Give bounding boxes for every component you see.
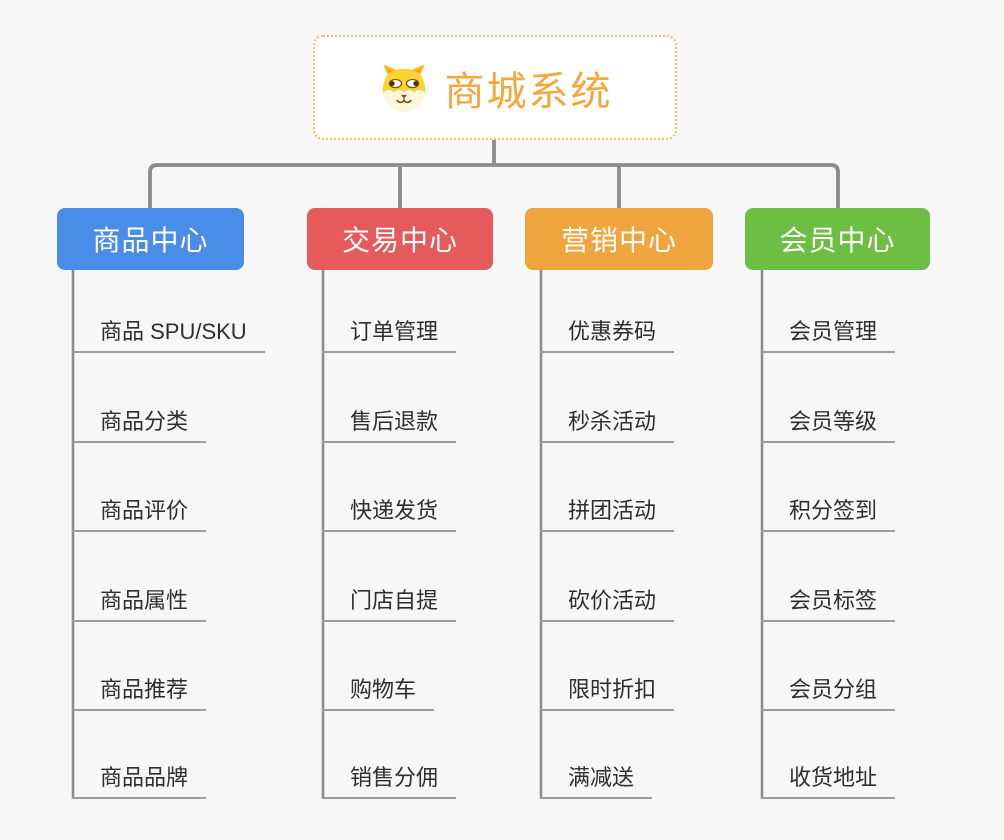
leaf-node[interactable]: 满减送 [540,757,653,799]
leaf-node[interactable]: 会员标签 [761,580,896,622]
leaf-node[interactable]: 商品评价 [72,490,207,532]
branch-node-member-center[interactable]: 会员中心 [745,208,930,270]
leaf-node[interactable]: 积分签到 [761,490,896,532]
leaf-node[interactable]: 拼团活动 [540,490,675,532]
leaf-node[interactable]: 收货地址 [761,757,896,799]
branch-label: 商品中心 [92,225,209,256]
branch-label: 营销中心 [560,225,677,256]
leaf-node[interactable]: 会员管理 [761,311,896,353]
leaf-node[interactable]: 门店自提 [322,580,457,622]
root-title: 商城系统 [444,69,613,114]
leaf-node[interactable]: 商品推荐 [72,669,207,711]
branch-node-product-center[interactable]: 商品中心 [57,208,244,270]
leaf-node[interactable]: 购物车 [322,669,435,711]
leaf-node[interactable]: 商品 SPU/SKU [72,311,265,353]
shiba-dog-icon [378,62,430,114]
leaf-node[interactable]: 销售分佣 [322,757,457,799]
leaf-node[interactable]: 会员分组 [761,669,896,711]
leaf-node[interactable]: 优惠券码 [540,311,675,353]
leaf-node[interactable]: 订单管理 [322,311,457,353]
leaf-node[interactable]: 砍价活动 [540,580,675,622]
branch-rail-line [148,163,840,208]
branch-label: 会员中心 [779,225,896,256]
root-node[interactable]: 商城系统 [313,35,677,140]
leaf-node[interactable]: 会员等级 [761,401,896,443]
leaf-node[interactable]: 商品属性 [72,580,207,622]
leaf-node[interactable]: 商品分类 [72,401,207,443]
branch-label: 交易中心 [341,225,458,256]
branch-node-marketing-center[interactable]: 营销中心 [525,208,713,270]
leaf-node[interactable]: 限时折扣 [540,669,675,711]
branch-node-trade-center[interactable]: 交易中心 [307,208,493,270]
leaf-node[interactable]: 秒杀活动 [540,401,675,443]
leaf-node[interactable]: 快递发货 [322,490,457,532]
leaf-node[interactable]: 商品品牌 [72,757,207,799]
leaf-node[interactable]: 售后退款 [322,401,457,443]
